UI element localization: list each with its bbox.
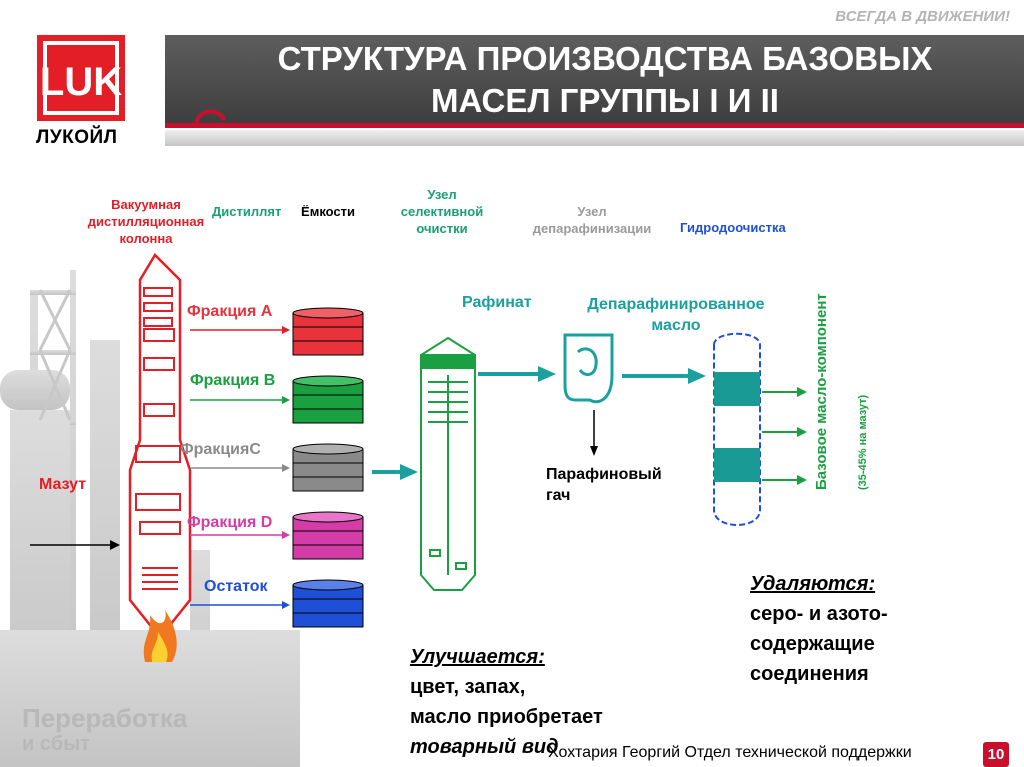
header-bar <box>165 35 1024 123</box>
residue-label: Остаток <box>204 578 268 595</box>
dewaxed-oil-label: Депарафинированное масло <box>587 296 765 334</box>
improves-note: Улучшается: цвет, запах, масло приобрета… <box>410 642 603 762</box>
distillate-label: Дистиллят <box>212 204 282 219</box>
removed-line-1: серо- и азото- <box>750 603 888 625</box>
hydrotreating-column <box>713 332 761 526</box>
dewax-unit-label: Узел депарафинизации <box>532 204 652 236</box>
feed-label: Мазут <box>39 476 87 493</box>
wax-label: Парафиновый гач <box>546 466 662 504</box>
improves-line-3: товарный вид <box>410 736 559 758</box>
tanks-label: Ёмкости <box>301 204 356 219</box>
tank-residue <box>292 579 364 628</box>
header-gray-stripe <box>165 130 1024 146</box>
improves-title: Улучшается: <box>410 646 545 668</box>
flame-icon <box>143 610 177 662</box>
logo-name: ЛУКОЙЛ <box>36 127 118 148</box>
brand-line-2: и сбыт <box>22 733 90 755</box>
hydrotreat-label: Гидродоочистка <box>680 220 786 235</box>
header-red-stripe <box>165 123 1024 128</box>
column-label: Вакуумная дистилляционная колонна <box>87 197 205 246</box>
tank-b <box>292 375 364 424</box>
title-line-1: СТРУКТУРА ПРОИЗВОДСТВА БАЗОВЫХ <box>277 40 933 77</box>
removed-note: Удаляются: серо- и азото- содержащие сое… <box>750 569 888 689</box>
title-line-2: МАСЕЛ ГРУППЫ I И II <box>431 82 779 119</box>
improves-line-1: цвет, запах, <box>410 676 526 698</box>
selective-unit-label: Узел селективной очистки <box>400 187 484 236</box>
removed-line-3: соединения <box>750 663 869 685</box>
page-title: СТРУКТУРА ПРОИЗВОДСТВА БАЗОВЫХ МАСЕЛ ГРУ… <box>210 38 1000 122</box>
fraction-b-label: Фракция В <box>190 372 276 389</box>
fraction-c-label: ФракцияС <box>180 441 261 458</box>
tank-a <box>292 307 364 356</box>
lukoil-logo-icon: LUK <box>37 35 125 121</box>
header-hook-decoration <box>194 109 226 127</box>
brand-line-1: Переработка <box>22 703 188 733</box>
logo-mark: LUK <box>40 60 122 104</box>
fraction-d-label: Фракция D <box>187 514 273 531</box>
improves-line-2: масло приобретает <box>410 706 603 728</box>
raffinate-label: Рафинат <box>462 294 532 311</box>
selective-column <box>420 336 476 591</box>
tank-c <box>292 443 364 492</box>
product-sublabel: (35-45% на мазут) <box>857 394 869 490</box>
fraction-a-label: Фракция А <box>187 303 273 320</box>
slogan: ВСЕГДА В ДВИЖЕНИИ! <box>835 8 1010 25</box>
removed-title: Удаляются: <box>750 573 876 595</box>
removed-line-2: содержащие <box>750 633 875 655</box>
refinery-background-illustration <box>0 270 300 767</box>
dewax-filter <box>563 333 614 404</box>
tank-d <box>292 511 364 560</box>
footer-author: Хохтария Георгий Отдел технической подде… <box>548 744 912 761</box>
page-number: 10 <box>983 742 1009 767</box>
product-label: Базовое масло-компонент <box>813 293 830 490</box>
